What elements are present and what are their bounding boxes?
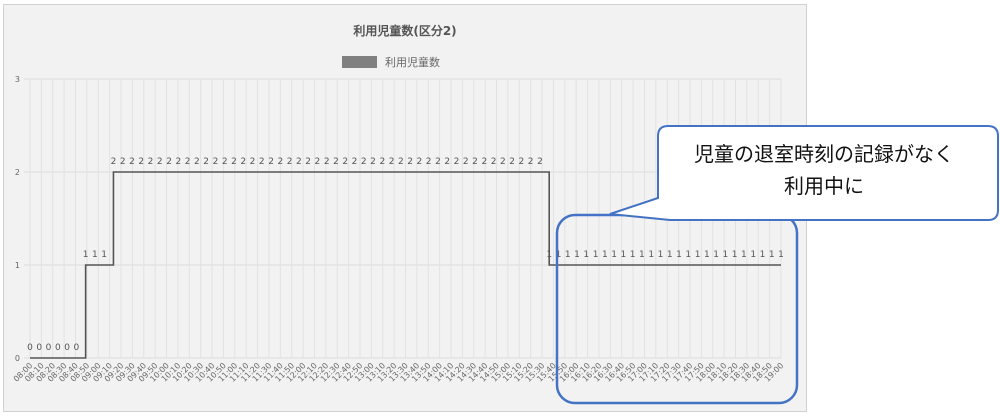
data-label: 2: [519, 157, 525, 167]
callout-bubble: [609, 125, 999, 221]
data-label: 2: [370, 157, 376, 167]
data-label: 2: [175, 157, 181, 167]
data-label: 1: [583, 250, 589, 260]
data-label: 1: [639, 250, 645, 260]
data-label: 1: [546, 250, 552, 260]
data-label: 1: [769, 250, 775, 260]
legend-label: 利用児童数: [385, 55, 440, 69]
data-label: 2: [417, 157, 423, 167]
y-tick-label: 1: [15, 261, 20, 270]
data-label: 2: [324, 157, 330, 167]
data-label: 1: [760, 250, 766, 260]
data-label: 2: [342, 157, 348, 167]
data-label: 2: [454, 157, 460, 167]
data-label: 2: [481, 157, 487, 167]
data-label: 2: [222, 157, 228, 167]
x-axis: 08:0008:1008:2008:3008:4008:5009:0009:10…: [12, 361, 786, 384]
data-label: 2: [398, 157, 404, 167]
data-label: 2: [528, 157, 534, 167]
data-label: 2: [333, 157, 339, 167]
data-label: 2: [435, 157, 441, 167]
data-label: 1: [556, 250, 562, 260]
data-label: 2: [361, 157, 367, 167]
callout-line-1: 児童の退室時刻の記録がなく: [694, 142, 954, 166]
legend-swatch: [342, 56, 377, 68]
data-label: 2: [250, 157, 256, 167]
data-label: 1: [658, 250, 664, 260]
data-label: 2: [240, 157, 246, 167]
data-label: 2: [296, 157, 302, 167]
data-label: 2: [509, 157, 515, 167]
data-label: 0: [64, 343, 70, 353]
data-label: 2: [129, 157, 135, 167]
y-tick-label: 0: [15, 354, 20, 363]
data-label: 1: [602, 250, 608, 260]
data-label: 2: [379, 157, 385, 167]
data-label: 2: [500, 157, 506, 167]
data-label: 1: [732, 250, 738, 260]
data-label: 2: [463, 157, 469, 167]
data-label: 2: [537, 157, 543, 167]
data-label: 2: [203, 157, 209, 167]
data-label: 2: [213, 157, 219, 167]
y-tick-label: 2: [15, 168, 20, 177]
data-label: 1: [723, 250, 729, 260]
data-label: 1: [778, 250, 784, 260]
data-label: 1: [630, 250, 636, 260]
data-label: 1: [685, 250, 691, 260]
data-label: 2: [491, 157, 497, 167]
data-label: 2: [277, 157, 283, 167]
data-label: 1: [713, 250, 719, 260]
data-label: 2: [194, 157, 200, 167]
data-label: 2: [352, 157, 358, 167]
data-label: 0: [27, 343, 33, 353]
data-label: 1: [83, 250, 89, 260]
data-label: 1: [101, 250, 107, 260]
data-label: 1: [611, 250, 617, 260]
data-label: 1: [695, 250, 701, 260]
data-label: 2: [268, 157, 274, 167]
data-label: 2: [148, 157, 154, 167]
callout-text: 児童の退室時刻の記録がなく 利用中に: [652, 138, 996, 202]
data-label: 2: [138, 157, 144, 167]
data-label: 1: [574, 250, 580, 260]
data-label: 2: [444, 157, 450, 167]
data-label: 2: [157, 157, 163, 167]
data-label: 2: [231, 157, 237, 167]
data-label: 2: [389, 157, 395, 167]
series-line: [30, 171, 781, 359]
data-label: 2: [120, 157, 126, 167]
data-label: 1: [593, 250, 599, 260]
data-label: 2: [305, 157, 311, 167]
data-label: 2: [472, 157, 478, 167]
chart-title: 利用児童数(区分2): [353, 23, 456, 38]
data-label: 0: [73, 343, 79, 353]
data-label: 2: [259, 157, 265, 167]
data-label: 2: [426, 157, 432, 167]
callout-line-2: 利用中に: [784, 174, 864, 198]
data-label: 2: [185, 157, 191, 167]
data-label: 1: [704, 250, 710, 260]
data-label: 1: [741, 250, 747, 260]
data-label: 1: [92, 250, 98, 260]
data-label: 2: [166, 157, 172, 167]
data-label: 2: [315, 157, 321, 167]
data-label: 1: [676, 250, 682, 260]
data-label: 1: [750, 250, 756, 260]
data-label: 1: [667, 250, 673, 260]
data-label: 1: [621, 250, 627, 260]
data-label: 1: [565, 250, 571, 260]
data-label: 2: [287, 157, 293, 167]
data-label: 0: [46, 343, 52, 353]
data-label: 0: [55, 343, 61, 353]
data-label: 0: [36, 343, 42, 353]
data-label: 1: [648, 250, 654, 260]
y-tick-label: 3: [15, 75, 20, 84]
data-label: 2: [111, 157, 117, 167]
data-label: 2: [407, 157, 413, 167]
y-axis: 0 1 2 3: [15, 75, 20, 363]
